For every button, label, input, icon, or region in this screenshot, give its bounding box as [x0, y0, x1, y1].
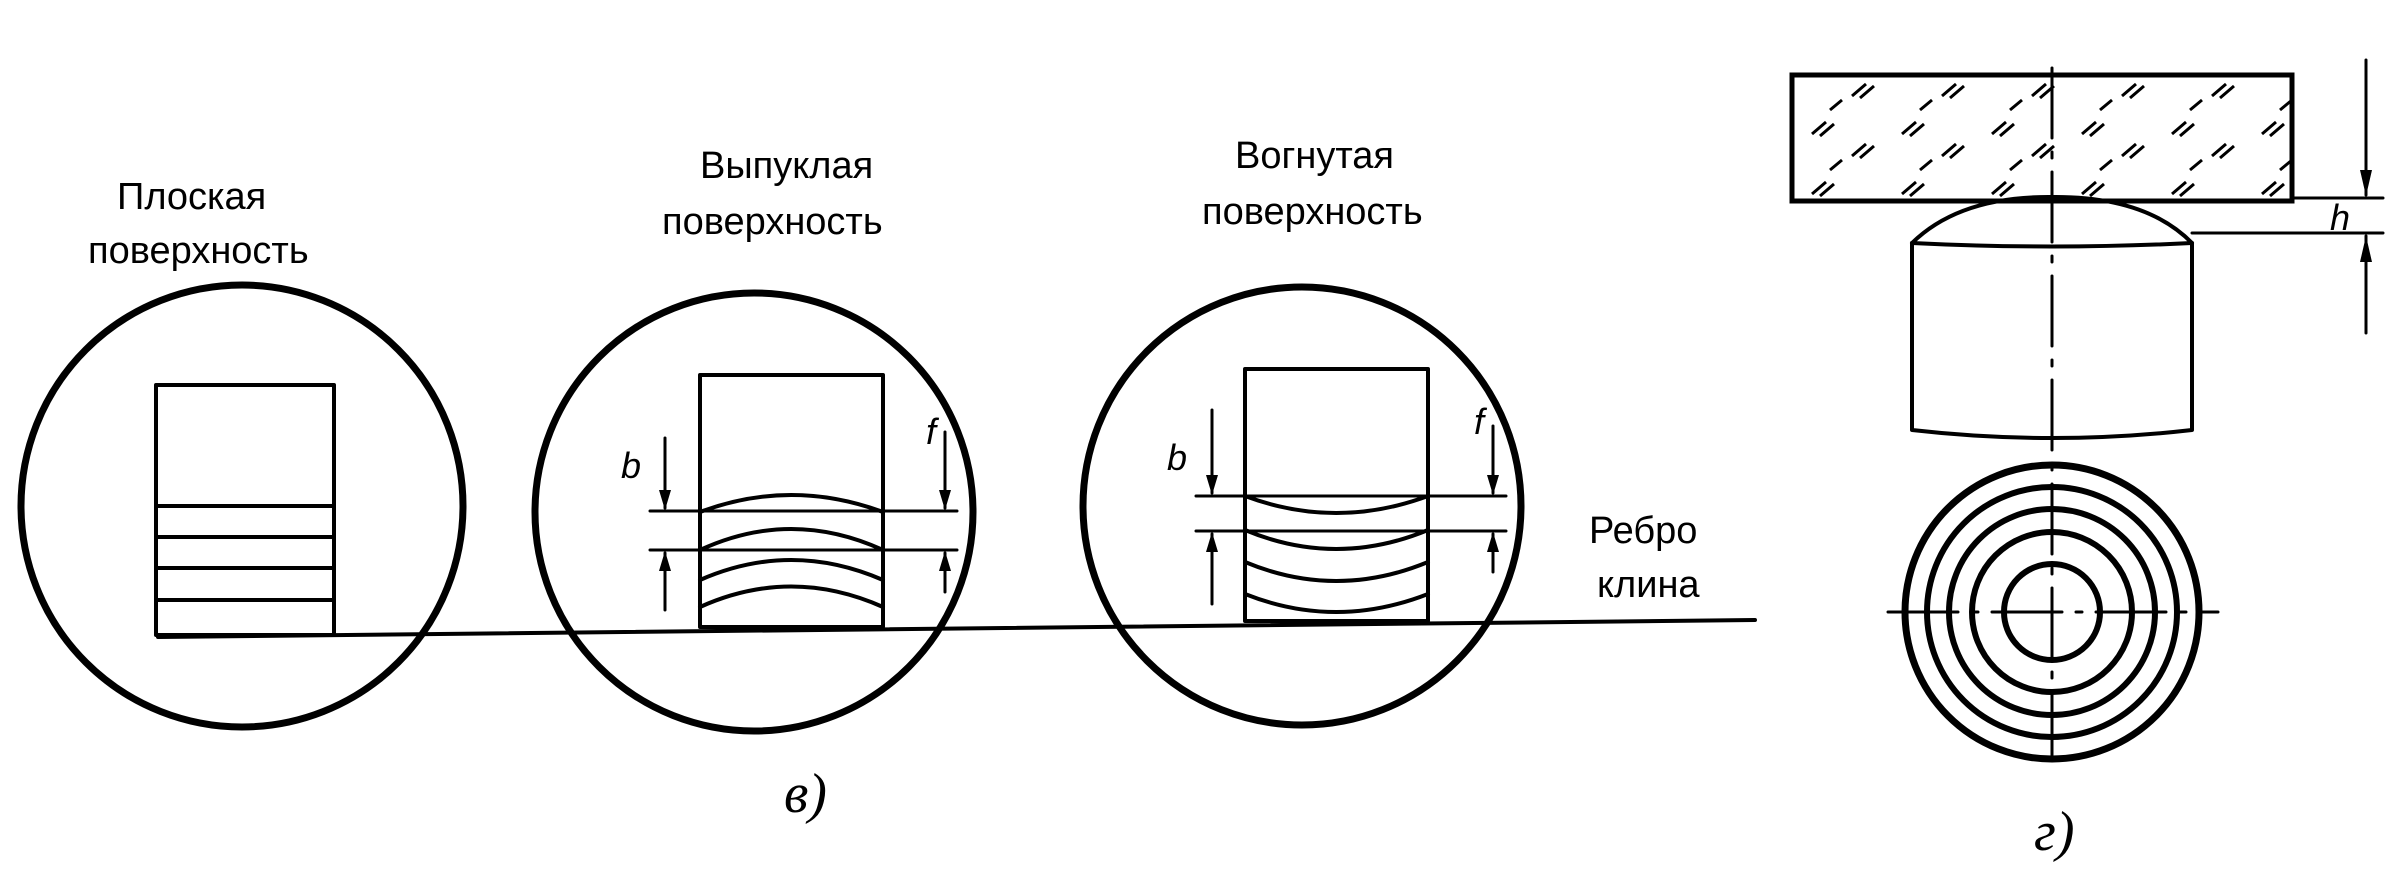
convex-f-arrowhead-upper — [939, 490, 951, 510]
convex-fringe-1 — [698, 493, 885, 514]
concave-surface-view: b f — [1079, 283, 1525, 729]
caption-v: в) — [784, 763, 827, 825]
convex-label-line1: Выпуклая — [700, 145, 873, 187]
h-label: h — [2330, 197, 2350, 238]
convex-b-arrowhead-upper — [659, 490, 671, 510]
flat-sample-block — [154, 383, 336, 637]
concave-fringe-4 — [1243, 592, 1430, 614]
flat-surface-label: Плоская поверхность — [88, 176, 309, 272]
convex-b-label: b — [621, 445, 641, 486]
h-arrowhead-lower — [2360, 236, 2372, 262]
convex-fringe-4 — [698, 584, 885, 609]
concave-fringe-2 — [1243, 528, 1430, 551]
concave-fringe-1 — [1243, 494, 1430, 515]
concave-b-arrowhead-lower — [1206, 532, 1218, 552]
concave-b-arrowhead-upper — [1206, 475, 1218, 495]
flat-surface-view — [17, 281, 467, 731]
convex-f-label: f — [926, 411, 940, 452]
optical-flat-glass — [1789, 72, 2295, 204]
caption-g: г) — [2034, 801, 2075, 863]
flat-label-line1: Плоская — [117, 176, 266, 218]
concave-fringe-3 — [1243, 560, 1430, 583]
concave-f-arrowhead-upper — [1487, 475, 1499, 495]
convex-view-circle — [531, 289, 977, 735]
sample-dome-top — [1910, 194, 2194, 249]
convex-label-line2: поверхность — [662, 201, 883, 243]
concave-f-arrowhead-lower — [1487, 532, 1499, 552]
h-arrowhead-upper — [2360, 170, 2372, 196]
edge-label-line1: Ребро — [1589, 510, 1697, 552]
concave-label-line1: Вогнутая — [1235, 135, 1394, 177]
wedge-edge-label: Ребро клина — [1589, 510, 1700, 606]
edge-label-line2: клина — [1597, 564, 1700, 606]
convex-b-arrowhead-lower — [659, 551, 671, 571]
convex-f-arrowhead-lower — [939, 551, 951, 571]
convex-sample-block — [698, 373, 885, 629]
optical-flat-figure: h — [1789, 58, 2385, 763]
convex-fringe-2 — [698, 527, 885, 552]
sample-cylinder — [1910, 241, 2194, 440]
wedge-edge-line — [156, 618, 1757, 639]
concave-surface-label: Вогнутая поверхность — [1202, 135, 1423, 233]
flat-label-line2: поверхность — [88, 230, 309, 272]
convex-fringe-3 — [698, 558, 885, 582]
concave-view-circle — [1079, 283, 1525, 729]
convex-surface-view: b f — [531, 289, 977, 735]
flat-view-circle — [17, 281, 467, 731]
concave-label-line2: поверхность — [1202, 191, 1423, 233]
concave-b-label: b — [1167, 437, 1187, 478]
convex-surface-label: Выпуклая поверхность — [662, 145, 883, 243]
concave-f-label: f — [1474, 401, 1488, 442]
